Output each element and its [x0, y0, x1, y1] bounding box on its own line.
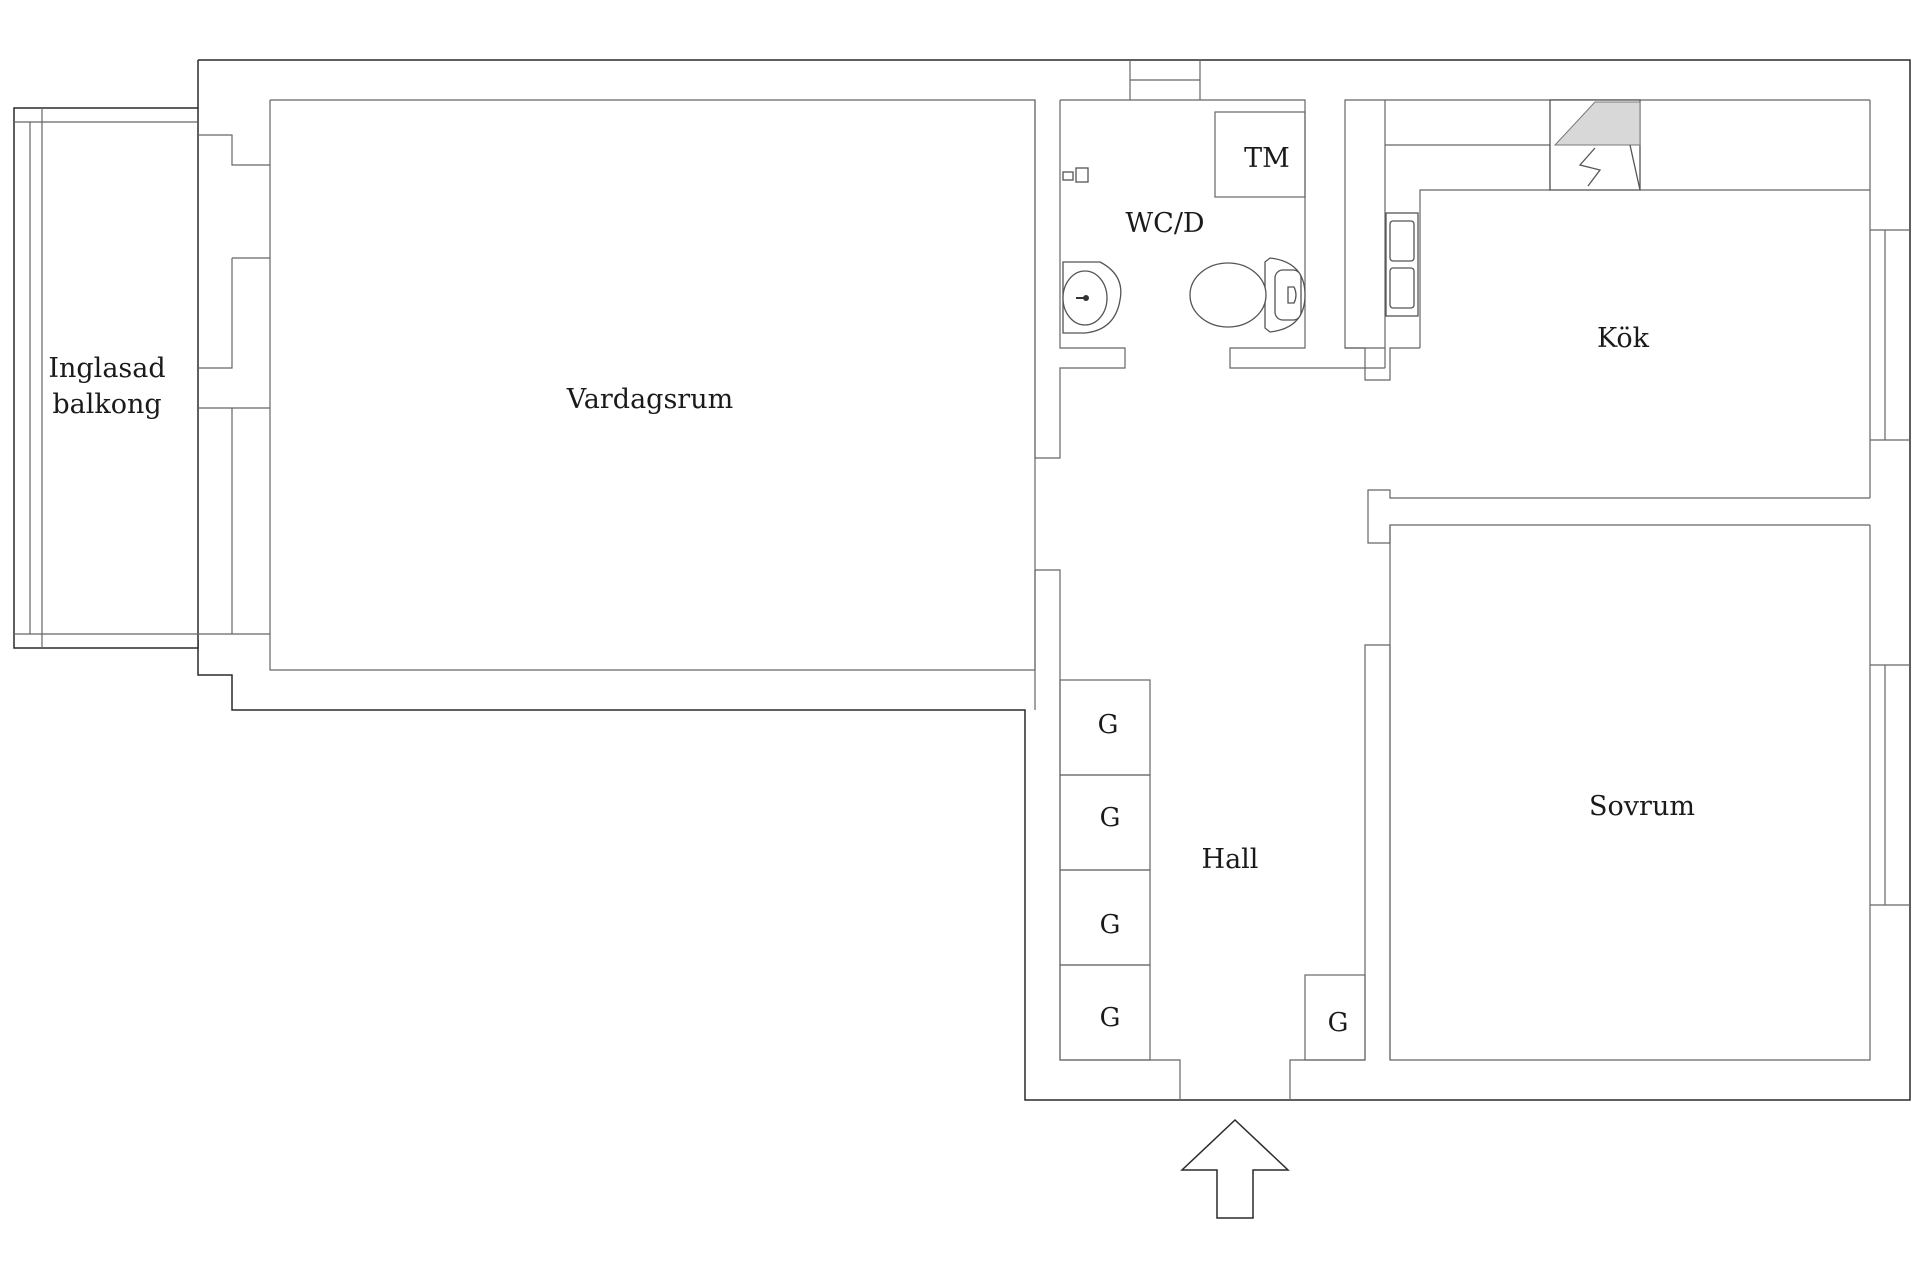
shower-icon — [1062, 167, 1089, 183]
hall-label: Hall — [1202, 844, 1259, 875]
closet-label: G — [1100, 1003, 1121, 1033]
bedroom-label: Sovrum — [1589, 791, 1695, 822]
entrance-arrow-icon — [1180, 1118, 1290, 1219]
closet-label: G — [1098, 710, 1119, 740]
sink-icon — [1062, 261, 1122, 334]
kitchen-walls — [1344, 99, 1910, 544]
balcony-label-line2: balkong — [52, 389, 161, 420]
toilet-icon — [1189, 257, 1306, 333]
closet-label: G — [1100, 910, 1121, 940]
bedroom-walls — [1389, 525, 1910, 1061]
closet-label: G — [1328, 1008, 1349, 1038]
bathroom-label: WC/D — [1125, 208, 1204, 239]
kitchen-label: Kök — [1597, 323, 1650, 354]
living-room-label: Vardagsrum — [566, 384, 733, 415]
closet-label: G — [1100, 803, 1121, 833]
range-hood-icon — [1549, 99, 1641, 191]
glazed-balcony — [13, 107, 270, 649]
bathroom-walls — [1034, 60, 1385, 459]
laundry-label: TM — [1244, 143, 1290, 174]
balcony-label: Inglasad — [48, 353, 165, 384]
exterior-wall — [197, 59, 1911, 1101]
